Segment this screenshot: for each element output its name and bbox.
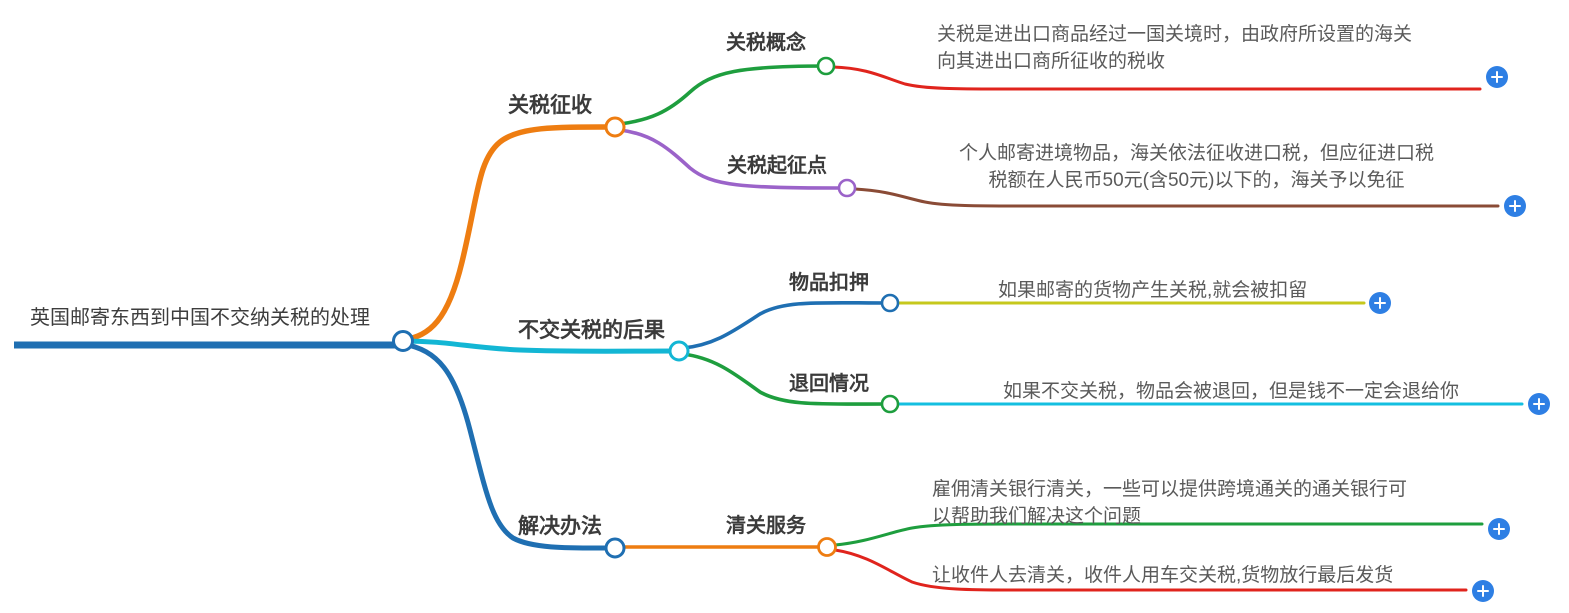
leaf-text-item-detained[interactable]: 如果邮寄的货物产生关税,就会被扣留 [998,280,1308,301]
edge-sub2-to-leaf2 [853,187,1500,208]
expand-button-receiver-clearance[interactable] [1472,580,1494,602]
edge-branch2-to-sub2 [681,352,892,406]
sub-label-return-case[interactable]: 退回情况 [789,373,869,395]
sub-label-clearance-service[interactable]: 清关服务 [726,515,806,537]
edge-sub1-to-leaf1 [831,65,1482,91]
edge-branch2-to-sub1 [681,300,892,350]
expand-button-return-case[interactable] [1528,393,1550,415]
node-circle-root[interactable] [392,330,414,352]
leaf-text-clearance-bank[interactable]: 雇佣清关银行清关，一些可以提供跨境通关的通关银行可 以帮助我们解决这个问题 [932,479,1408,527]
edge-root-to-branch-1 [400,124,616,343]
edge-sub5-to-leaf5 [833,522,1484,547]
node-circle-branch-1[interactable] [604,116,626,138]
sub-label-customs-concept[interactable]: 关税概念 [726,32,806,54]
expand-button-clearance-bank[interactable] [1488,518,1510,540]
expand-button-item-detained[interactable] [1369,292,1391,314]
leaf-text-customs-concept[interactable]: 关税是进出口商品经过一国关境时，由政府所设置的海关 向其进出口商所征收的税收 [937,24,1413,72]
branch-label-customs-collection[interactable]: 关税征收 [508,94,592,117]
edge-root-to-branch-2 [400,338,679,354]
sub-label-customs-threshold[interactable]: 关税起征点 [727,155,827,177]
branch-label-consequences[interactable]: 不交关税的后果 [518,319,665,342]
edge-branch1-to-sub2 [618,128,849,190]
edge-sub5-to-leaf6 [833,548,1468,592]
leaf-text-customs-threshold[interactable]: 个人邮寄进境物品，海关依法征收进口税，但应征进口税 税额在人民币50元(含50元… [959,143,1435,191]
edge-root-to-branch-3 [400,341,614,551]
branch-label-solutions[interactable]: 解决办法 [518,515,602,538]
node-circle-branch-3[interactable] [604,537,626,559]
root-node-label[interactable]: 英国邮寄东西到中国不交纳关税的处理 [30,307,370,329]
edge-branch1-to-sub1 [618,64,828,126]
node-circle-sub-4[interactable] [880,394,900,414]
expand-button-customs-concept[interactable] [1486,66,1508,88]
leaf-text-receiver-clearance[interactable]: 让收件人去清关，收件人用车交关税,货物放行最后发货 [932,565,1394,586]
node-circle-sub-2[interactable] [837,178,857,198]
node-circle-branch-2[interactable] [668,340,690,362]
node-circle-sub-3[interactable] [880,293,900,313]
leaf-text-return-case[interactable]: 如果不交关税，物品会被退回，但是钱不一定会退给你 [1003,381,1460,402]
node-circle-sub-1[interactable] [816,56,836,76]
node-circle-sub-5[interactable] [817,537,837,557]
expand-button-customs-threshold[interactable] [1504,195,1526,217]
sub-label-item-detained[interactable]: 物品扣押 [789,272,869,294]
